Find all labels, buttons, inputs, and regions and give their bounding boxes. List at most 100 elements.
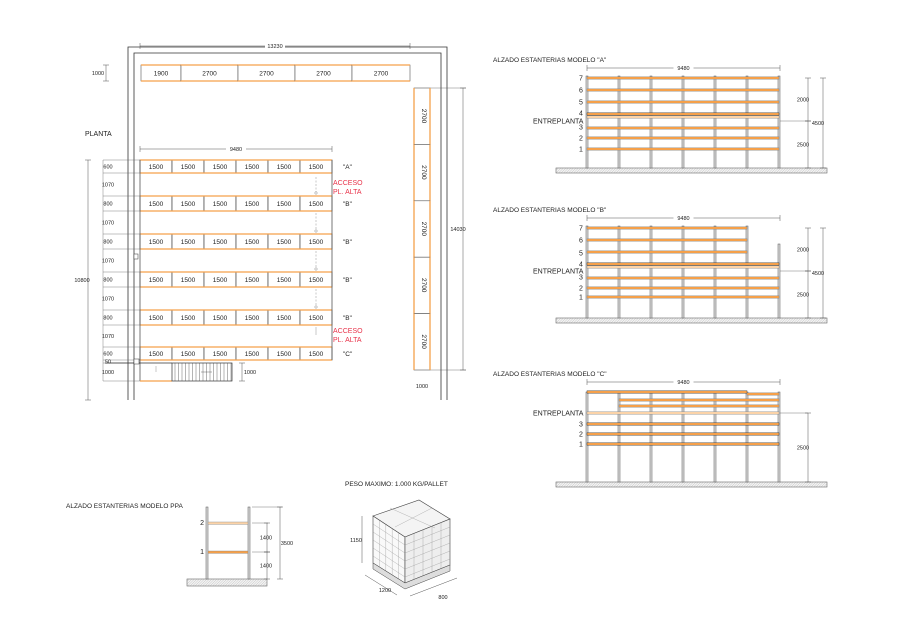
shelf-beam	[586, 238, 748, 242]
floor-hatch-hatch	[673, 481, 679, 488]
floor-hatch-hatch	[580, 167, 587, 174]
floor-hatch-hatch	[623, 317, 629, 324]
floor-hatch-hatch	[805, 481, 812, 488]
floor-hatch-hatch	[728, 481, 734, 488]
floor-hatch-hatch	[610, 167, 617, 174]
row-depth-dim: 600	[103, 165, 112, 171]
floor-hatch-hatch	[788, 481, 794, 488]
floor-hatch-hatch	[650, 167, 657, 174]
floor-hatch-hatch	[718, 317, 724, 324]
floor-hatch-hatch	[738, 317, 744, 324]
floor-hatch-hatch	[698, 317, 704, 324]
floor-hatch-hatch	[570, 317, 577, 324]
level-number: 7	[579, 226, 583, 233]
box-line	[372, 539, 406, 562]
ppa-floor-hatch-hatch	[257, 578, 265, 587]
row-depth-dim: 800	[103, 278, 112, 284]
ppa-floor-hatch-hatch	[254, 578, 263, 587]
floor-hatch-hatch	[800, 317, 807, 324]
floor-hatch-hatch	[668, 481, 674, 488]
level-number: 2	[200, 520, 204, 527]
right-col-width-dim-bg	[412, 383, 432, 389]
upright	[777, 75, 781, 169]
total-rows-depth-dim: 10800	[74, 278, 89, 284]
bay-length: 1500	[149, 351, 164, 358]
floor-hatch-hatch	[680, 317, 687, 324]
ppa-floor-hatch-hatch	[212, 578, 220, 587]
floor-hatch-hatch	[750, 317, 757, 324]
floor-hatch-hatch	[575, 317, 582, 324]
floor-hatch-hatch	[825, 171, 828, 174]
floor-hatch-hatch	[683, 481, 689, 488]
ppa-floor-hatch-hatch	[264, 583, 268, 587]
floor-hatch-hatch	[665, 317, 672, 324]
floor-hatch-hatch	[718, 481, 724, 488]
floor-hatch-hatch	[583, 167, 589, 174]
shelf-beam	[586, 432, 780, 436]
floor-hatch-hatch	[730, 317, 737, 324]
upright	[745, 225, 749, 319]
floor-hatch-hatch	[718, 167, 724, 174]
width-dim-line	[409, 577, 458, 597]
shelf-beam	[586, 147, 780, 151]
floor-hatch-hatch	[808, 167, 814, 174]
floor-hatch-hatch	[653, 481, 659, 488]
floor-hatch-hatch	[660, 317, 667, 324]
floor-hatch-hatch	[775, 167, 782, 174]
floor-hatch-hatch	[715, 481, 722, 488]
floor-hatch-hatch	[665, 167, 672, 174]
floor-hatch-hatch	[660, 481, 667, 488]
mezzanine-label: ENTREPLANTA	[533, 411, 584, 418]
floor-hatch-hatch	[610, 481, 617, 488]
ppa-floor-hatch-hatch	[199, 578, 208, 587]
shelf-beam	[586, 390, 748, 394]
floor-hatch-hatch	[823, 319, 828, 324]
box-line	[404, 542, 451, 562]
floor-hatch-hatch	[810, 167, 817, 174]
ppa-floor-hatch-hatch	[239, 578, 248, 587]
level-number: 7	[579, 76, 583, 83]
floor-hatch-hatch	[823, 169, 828, 174]
floor-hatch-hatch	[760, 167, 767, 174]
floor-hatch-hatch	[705, 317, 712, 324]
floor-hatch-hatch	[690, 317, 697, 324]
wrap-line	[394, 507, 433, 528]
floor-hatch-hatch	[593, 167, 599, 174]
floor-hatch-hatch	[590, 317, 597, 324]
column	[133, 358, 140, 365]
floor-hatch-hatch	[683, 317, 689, 324]
floor-hatch-hatch	[825, 485, 828, 488]
bay-length: 1500	[277, 315, 292, 322]
ppa-floor-hatch	[186, 578, 268, 587]
shelf-beam	[586, 262, 780, 266]
row-depth-dim: 50	[105, 360, 111, 366]
floor-hatch-hatch	[788, 317, 794, 324]
floor-hatch-hatch	[700, 481, 707, 488]
floor-hatch-hatch	[690, 481, 697, 488]
shelf-beam	[586, 295, 780, 299]
shelf-beam	[618, 404, 780, 408]
floor-hatch-hatch	[588, 317, 594, 324]
floor-hatch-hatch	[738, 167, 744, 174]
box-line	[404, 526, 451, 546]
floor-hatch-hatch	[638, 481, 644, 488]
floor-hatch-hatch	[558, 167, 564, 174]
floor-hatch-hatch	[733, 167, 739, 174]
bay-length: 1500	[309, 201, 324, 208]
floor-hatch-hatch	[748, 317, 754, 324]
level-number: 4	[579, 111, 583, 118]
level-number: 3	[579, 125, 583, 132]
ppa-dim: 1400	[260, 564, 272, 570]
floor-hatch-hatch	[623, 167, 629, 174]
pallet-length-dim: 1200	[379, 588, 391, 594]
floor-hatch-hatch	[638, 317, 644, 324]
floor-hatch-hatch	[605, 317, 612, 324]
floor-hatch-hatch	[655, 481, 662, 488]
bay-length: 1500	[277, 201, 292, 208]
ppa-beam	[207, 550, 249, 554]
access-label: ACCESO	[333, 180, 363, 187]
floor-hatch-hatch	[708, 317, 714, 324]
ppa-beam	[207, 521, 249, 525]
floor-hatch-hatch	[675, 317, 682, 324]
